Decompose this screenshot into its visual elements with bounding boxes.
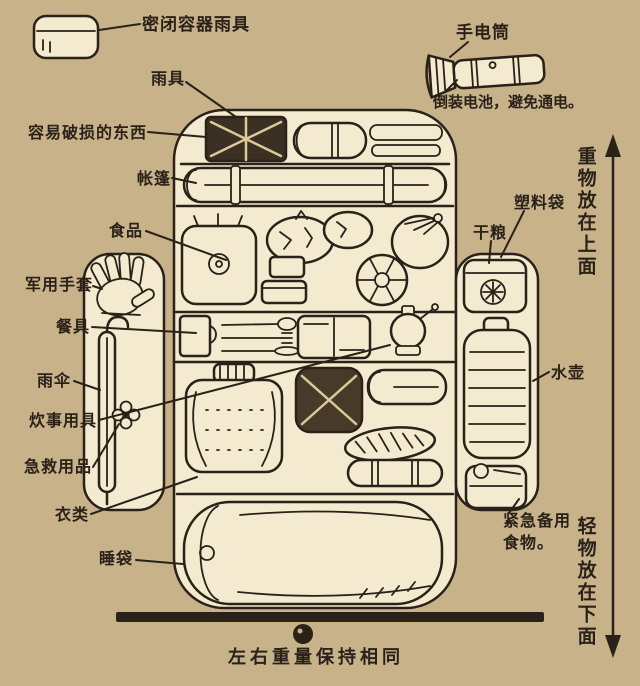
weight-order-arrow — [605, 134, 621, 658]
pole-bundle-illustration — [369, 124, 443, 157]
utensil-compartment-items — [178, 303, 439, 360]
left-pocket — [82, 252, 166, 512]
label-tent: 帐篷 — [137, 169, 172, 188]
label-sleeping-bag: 睡袋 — [99, 549, 134, 568]
glove-illustration — [90, 252, 155, 317]
label-battery-note: 倒装电池，避免通电。 — [433, 93, 584, 111]
dry-rations-illustration — [462, 258, 528, 314]
tent-roll-illustration — [182, 165, 448, 205]
label-food: 食品 — [109, 221, 144, 240]
sleeping-bag-illustration — [182, 500, 444, 606]
cup-illustration — [178, 314, 217, 358]
balance-ground — [116, 612, 544, 644]
label-balance-note: 左右重量保持相同 — [228, 647, 404, 668]
stove-illustration — [389, 303, 439, 356]
top-compartment-items — [204, 115, 443, 163]
label-dry-rations: 干粮 — [473, 223, 508, 242]
flashlight-illustration — [425, 53, 546, 99]
food-bags-illustration — [265, 210, 374, 265]
cans-illustration — [260, 255, 308, 305]
label-light-on-bottom: 轻物放在下面 — [574, 516, 597, 648]
label-cooking-utensils: 炊事用具 — [29, 411, 98, 430]
label-sealed-container: 密闭容器雨具 — [142, 15, 250, 35]
dark-garment-illustration — [294, 366, 364, 434]
label-emergency-food: 紧急备用 食物。 — [503, 511, 572, 552]
label-rain-gear: 雨具 — [151, 69, 186, 88]
label-heavy-on-top: 重物放在上面 — [574, 146, 597, 278]
food-compartment-items — [180, 210, 450, 307]
towel-roll-illustration — [366, 368, 448, 406]
folded-mat-illustration — [296, 314, 372, 360]
fragile-box-illustration — [204, 115, 288, 163]
small-roll-illustration — [346, 458, 444, 488]
food-sack-illustration — [180, 213, 258, 306]
label-plastic-bag: 塑料袋 — [514, 193, 566, 212]
label-umbrella: 雨伞 — [37, 371, 72, 390]
leader-lines — [73, 23, 550, 565]
label-fragile-items: 容易破损的东西 — [28, 123, 148, 142]
cutlery-illustration — [221, 317, 300, 356]
rope-coil-illustration — [355, 253, 409, 307]
emergency-food-illustration — [464, 463, 528, 510]
label-military-gloves: 军用手套 — [25, 275, 94, 294]
label-clothing: 衣类 — [55, 505, 90, 524]
food-pouch-illustration — [390, 213, 450, 270]
label-flashlight: 手电筒 — [456, 23, 510, 43]
label-water-bottle: 水壶 — [551, 363, 586, 382]
sealed-container-illustration — [32, 14, 100, 60]
label-first-aid: 急救用品 — [24, 457, 93, 476]
right-pocket — [454, 252, 540, 512]
sweater-illustration — [184, 362, 284, 474]
water-bottle-illustration — [462, 316, 532, 460]
label-tableware: 餐具 — [56, 317, 91, 336]
rain-gear-roll-illustration — [292, 121, 368, 160]
clothing-compartment-items — [184, 362, 448, 488]
